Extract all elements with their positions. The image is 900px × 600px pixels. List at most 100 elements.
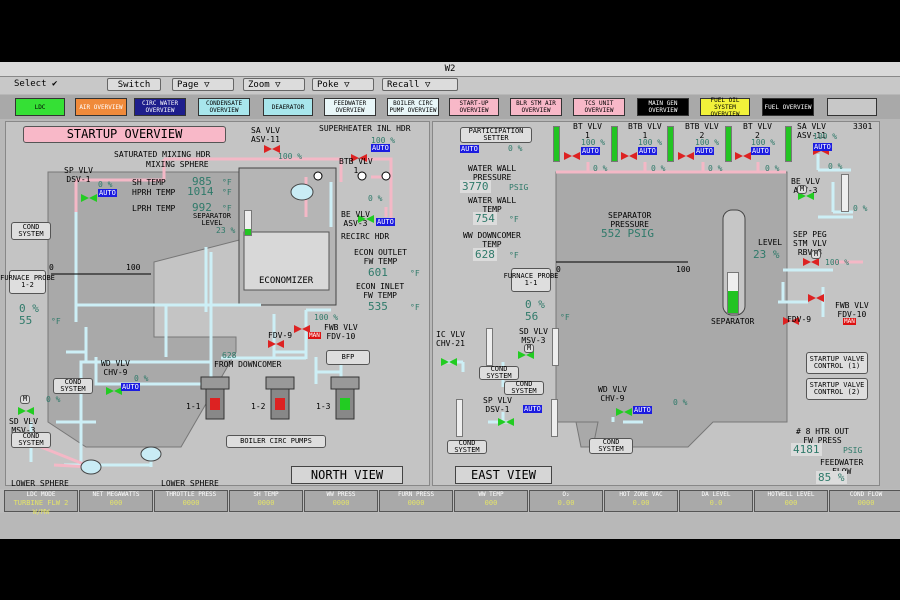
sd-manual-toggle[interactable]: M	[20, 395, 30, 404]
zoom-menu[interactable]: Zoom ▽	[243, 78, 305, 91]
cond-system-button-1[interactable]: COND SYSTEM	[11, 222, 51, 240]
lprh-temp-unit: °F	[222, 204, 232, 213]
bt1-pct: 100 %	[581, 138, 606, 147]
be-vlv-label: BE VLV ASV-3	[341, 210, 370, 228]
econ-outlet-unit: °F	[410, 269, 420, 278]
nav-circ-water-overview-button[interactable]: CIRC WATER OVERVIEW	[134, 98, 186, 116]
bt1-bar	[553, 126, 560, 162]
econ-inlet-label: ECON INLET FW TEMP	[356, 282, 405, 300]
btb-vlv-pct-2: 0 %	[368, 194, 383, 203]
from-downcomer-value: 628	[222, 351, 237, 360]
page-menu[interactable]: Page ▽	[172, 78, 234, 91]
btb-vlv-pct: 100 %	[371, 136, 396, 145]
fwb-man-button[interactable]: MAN	[843, 318, 856, 325]
chevron-down-icon: ▽	[204, 80, 210, 90]
fw-flow-value: 85 %	[816, 471, 847, 484]
select-menu[interactable]: Select ✔	[10, 78, 61, 91]
bfp-button[interactable]: BFP	[326, 350, 370, 365]
east-view-button[interactable]: EAST VIEW	[455, 466, 552, 484]
north-view-panel: STARTUP OVERVIEW SA VLV ASV-11 100 % SUP…	[0, 121, 430, 488]
cond-system-button-3[interactable]: COND SYSTEM	[447, 440, 487, 454]
probe-scale-100: 100	[126, 263, 141, 272]
nav-fuel-overview-button[interactable]: FUEL OVERVIEW	[762, 98, 814, 116]
htr-out-label: # 8 HTR OUT FW PRESS	[796, 427, 849, 445]
mixing-sphere-label: MIXING SPHERE	[146, 160, 209, 169]
startup-valve-control-1-button[interactable]: STARTUP VALVE CONTROL (1)	[806, 352, 868, 374]
sep-peg-label: SEP PEG STM VLV RBV-8	[793, 230, 827, 257]
fwb-man-button[interactable]: MAN	[308, 332, 321, 339]
nav-ldc-button[interactable]: LDC	[15, 98, 65, 116]
bt2-auto-button[interactable]: AUTO	[751, 147, 770, 155]
nav-blr-stm-air-overview-button[interactable]: BLR STM AIR OVERVIEW	[510, 98, 562, 116]
nav-deaerator-button[interactable]: DEAERATOR	[263, 98, 313, 116]
participation-pct: 0 %	[508, 144, 523, 153]
cond-system-button-4[interactable]: COND SYSTEM	[589, 438, 633, 454]
boiler-circ-pumps-button[interactable]: BOILER CIRC PUMPS	[226, 435, 326, 448]
btb2-auto-button[interactable]: AUTO	[695, 147, 714, 155]
footer-cell-value: TURBINE FLW 2 W/MW	[13, 499, 69, 516]
lower-sphere-2	[140, 446, 162, 462]
nav-air-overview-button[interactable]: AIR OVERVIEW	[75, 98, 127, 116]
participation-setter-button[interactable]: PARTICIPATION SETTER	[460, 127, 532, 143]
be-bar	[841, 174, 849, 212]
furnace-probe-button[interactable]: FURNACE PROBE 1-1	[504, 268, 558, 292]
footer-cell-value: 0000	[857, 499, 875, 507]
footer-cell-value: 0000	[332, 499, 350, 507]
sp-auto-button[interactable]: AUTO	[98, 189, 117, 197]
cond-system-button-2[interactable]: COND SYSTEM	[53, 378, 93, 394]
nav-feedwater-overview-button[interactable]: FEEDWATER OVERVIEW	[324, 98, 376, 116]
startup-valve-control-2-button[interactable]: STARTUP VALVE CONTROL (2)	[806, 378, 868, 400]
btb-auto-button[interactable]: AUTO	[371, 144, 390, 152]
htr-out-value: 4181	[791, 443, 822, 456]
wd-vlv-pct: 0 %	[134, 374, 149, 383]
cond-system-button-3[interactable]: COND SYSTEM	[11, 432, 51, 448]
ic-bar	[486, 328, 493, 366]
cond-system-button-1[interactable]: COND SYSTEM	[479, 366, 519, 380]
cond-system-button-2[interactable]: COND SYSTEM	[504, 381, 544, 395]
sa-auto-button[interactable]: AUTO	[813, 143, 832, 151]
nav-fuel-oil-system-overview-button[interactable]: FUEL OIL SYSTEM OVERVIEW	[700, 97, 750, 118]
btb1-auto-button[interactable]: AUTO	[638, 147, 657, 155]
probe-scale-0: 0	[556, 265, 561, 274]
ww-downcomer-unit: °F	[509, 251, 519, 260]
btb1-bar	[611, 126, 618, 162]
be-manual-toggle[interactable]: M	[797, 185, 807, 194]
sd-manual-toggle[interactable]: M	[524, 344, 534, 353]
wd-auto-button[interactable]: AUTO	[633, 406, 652, 414]
switch-button[interactable]: Switch	[107, 78, 161, 91]
sp-auto-button[interactable]: AUTO	[523, 405, 542, 413]
recall-menu[interactable]: Recall ▽	[382, 78, 458, 91]
participation-auto-button[interactable]: AUTO	[460, 145, 479, 153]
nav-start-up-overview-button[interactable]: START-UP OVERVIEW	[449, 98, 499, 116]
nav-blank-button[interactable]	[827, 98, 877, 116]
nav-boiler-circ-pump-overview-button[interactable]: BOILER CIRC PUMP OVERVIEW	[387, 98, 439, 116]
poke-menu[interactable]: Poke ▽	[312, 78, 374, 91]
page-title: STARTUP OVERVIEW	[23, 126, 226, 143]
nav-tcs-unit-overview-button[interactable]: TCS UNIT OVERVIEW	[573, 98, 625, 116]
nav-condensate-overview-button[interactable]: CONDENSATE OVERVIEW	[198, 98, 250, 116]
ic-vlv-label: IC VLV CHV-21	[436, 330, 465, 348]
bt1-auto-button[interactable]: AUTO	[581, 147, 600, 155]
furnace-probe-button[interactable]: FURNACE PROBE 1-2	[0, 270, 55, 294]
nav-main-gen-overview-button[interactable]: MAIN GEN OVERVIEW	[637, 98, 689, 116]
sep-peg-manual-toggle[interactable]: M	[811, 250, 821, 259]
north-view-button[interactable]: NORTH VIEW	[291, 466, 403, 484]
probe-temp-unit: °F	[560, 313, 570, 322]
be-auto-button[interactable]: AUTO	[376, 218, 395, 226]
wd-auto-button[interactable]: AUTO	[121, 383, 140, 391]
separator-vessel	[555, 171, 788, 448]
footer-cell-value: 0.00	[557, 499, 575, 507]
sh-temp-unit: °F	[222, 178, 232, 187]
